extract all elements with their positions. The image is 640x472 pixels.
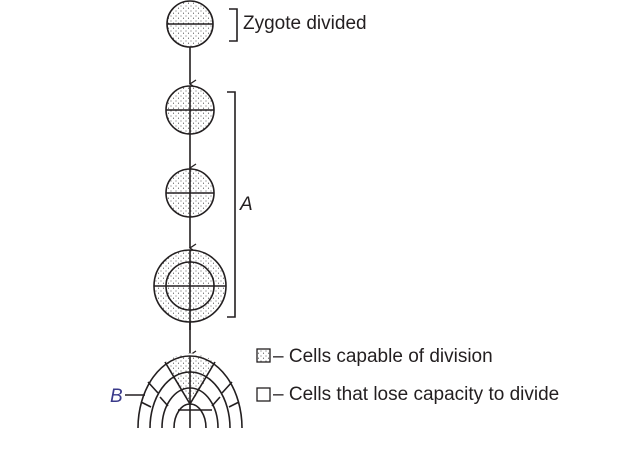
stage-a-bracket — [227, 91, 236, 318]
legend-dividing-cells: – Cells capable of division — [273, 346, 493, 367]
empty-square-icon — [256, 387, 271, 402]
eight-cell-stage — [165, 168, 215, 218]
legend-non-dividing-cells: – Cells that lose capacity to divide — [273, 384, 559, 405]
stage-b-label: B — [110, 386, 123, 407]
stippled-square-icon — [256, 348, 271, 363]
zygote-cell — [166, 0, 214, 48]
four-cell-stage — [165, 85, 215, 135]
zygote-bracket — [229, 8, 238, 42]
apical-meristem — [137, 353, 243, 429]
zygote-label: Zygote divided — [243, 13, 367, 34]
stage-a-label: A — [239, 194, 253, 215]
morula-stage — [153, 249, 227, 330]
